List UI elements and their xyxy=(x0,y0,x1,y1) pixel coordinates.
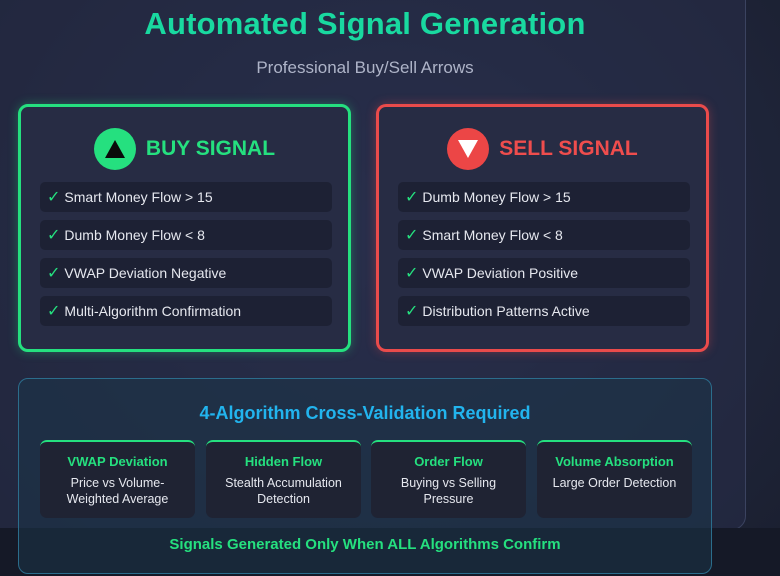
list-item: ✓ Smart Money Flow > 15 xyxy=(40,182,332,212)
condition-text: VWAP Deviation Positive xyxy=(422,265,579,281)
check-icon: ✓ xyxy=(405,265,419,282)
check-icon: ✓ xyxy=(47,265,61,282)
check-icon: ✓ xyxy=(47,303,61,320)
check-icon: ✓ xyxy=(47,189,61,206)
list-item: ✓ Smart Money Flow < 8 xyxy=(398,220,690,250)
algorithm-name: Hidden Flow xyxy=(244,454,323,469)
algorithm-card-volume-absorption: Volume Absorption Large Order Detection xyxy=(537,440,692,518)
check-icon: ✓ xyxy=(405,189,419,206)
condition-text: Smart Money Flow < 8 xyxy=(422,227,563,243)
list-item: ✓ Distribution Patterns Active xyxy=(398,296,690,326)
page-subtitle: Professional Buy/Sell Arrows xyxy=(256,58,474,77)
buy-card-title: BUY SIGNAL xyxy=(145,137,276,160)
list-item: ✓ Dumb Money Flow < 8 xyxy=(40,220,332,250)
algorithm-name: VWAP Deviation xyxy=(67,454,168,469)
check-icon: ✓ xyxy=(405,303,419,320)
list-item: ✓ Multi-Algorithm Confirmation xyxy=(40,296,332,326)
algorithm-name: Order Flow xyxy=(414,454,483,469)
algorithm-desc: Buying vs Selling Pressure xyxy=(400,476,497,506)
list-item: ✓ VWAP Deviation Negative xyxy=(40,258,332,288)
algorithm-card-hidden-flow: Hidden Flow Stealth Accumulation Detecti… xyxy=(206,440,361,518)
condition-text: VWAP Deviation Negative xyxy=(64,265,227,281)
list-item: ✓ Dumb Money Flow > 15 xyxy=(398,182,690,212)
list-item: ✓ VWAP Deviation Positive xyxy=(398,258,690,288)
condition-text: Multi-Algorithm Confirmation xyxy=(64,303,242,319)
algorithm-desc: Large Order Detection xyxy=(552,476,677,490)
check-icon: ✓ xyxy=(405,227,419,244)
sell-card-header: SELL SIGNAL xyxy=(379,127,706,171)
sell-card-title: SELL SIGNAL xyxy=(499,137,638,160)
buy-card-header: BUY SIGNAL xyxy=(21,127,348,171)
cross-validation-panel: 4-Algorithm Cross-Validation Required VW… xyxy=(18,378,712,574)
condition-text: Dumb Money Flow < 8 xyxy=(64,227,205,243)
condition-text: Smart Money Flow > 15 xyxy=(64,189,213,205)
buy-conditions: ✓ Smart Money Flow > 15 ✓ Dumb Money Flo… xyxy=(40,182,332,334)
page-title: Automated Signal Generation xyxy=(144,6,586,41)
algorithm-desc: Stealth Accumulation Detection xyxy=(225,476,342,506)
algorithm-card-vwap: VWAP Deviation Price vs Volume-Weighted … xyxy=(40,440,195,518)
algorithm-card-order-flow: Order Flow Buying vs Selling Pressure xyxy=(371,440,526,518)
condition-text: Dumb Money Flow > 15 xyxy=(422,189,571,205)
triangle-up-icon xyxy=(93,128,136,170)
buy-signal-card: BUY SIGNAL ✓ Smart Money Flow > 15 ✓ Dum… xyxy=(18,104,351,352)
algorithm-name: Volume Absorption xyxy=(555,454,674,469)
validation-title: 4-Algorithm Cross-Validation Required xyxy=(199,403,531,423)
validation-footer: Signals Generated Only When ALL Algorith… xyxy=(169,536,561,553)
check-icon: ✓ xyxy=(47,227,61,244)
condition-text: Distribution Patterns Active xyxy=(422,303,590,319)
triangle-down-icon xyxy=(447,128,490,170)
sell-conditions: ✓ Dumb Money Flow > 15 ✓ Smart Money Flo… xyxy=(398,182,690,334)
sell-signal-card: SELL SIGNAL ✓ Dumb Money Flow > 15 ✓ Sma… xyxy=(376,104,709,352)
algorithm-desc: Price vs Volume-Weighted Average xyxy=(66,476,169,506)
